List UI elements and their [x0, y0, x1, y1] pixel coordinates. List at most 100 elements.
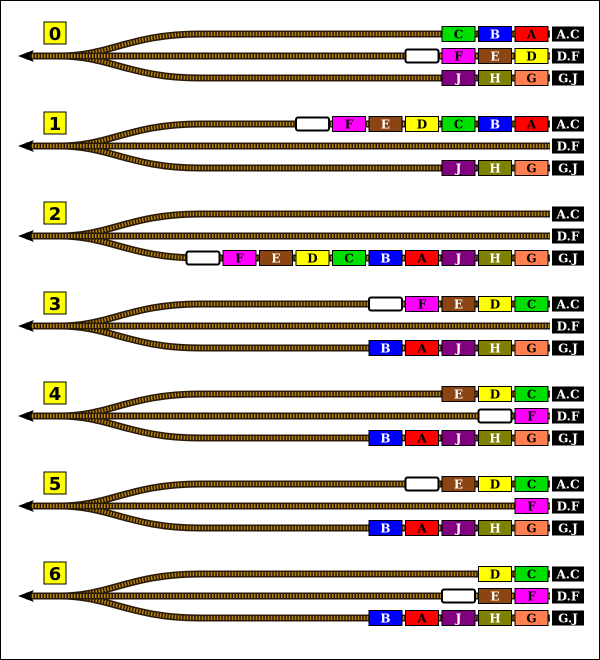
car-label: G	[526, 252, 536, 266]
car-J	[441, 520, 476, 536]
step-badge	[43, 561, 67, 585]
car-E	[478, 48, 512, 64]
car-D	[478, 566, 512, 582]
track-label: G.J	[558, 522, 578, 536]
car-label: D	[526, 50, 536, 64]
car-label: A	[526, 28, 537, 42]
car-label: B	[380, 522, 390, 536]
car-H	[478, 430, 512, 446]
car-label: B	[380, 252, 390, 266]
track-label: G.J	[558, 432, 578, 446]
car-label: A	[416, 342, 427, 356]
car-label: J	[455, 612, 462, 626]
car-label: A	[416, 522, 427, 536]
track-label: D.F	[557, 410, 580, 424]
car-E	[441, 296, 476, 312]
car-label: A	[416, 612, 427, 626]
track-label-box	[552, 476, 584, 492]
engine-car	[295, 116, 330, 132]
car-B	[368, 520, 403, 536]
engine-car	[185, 250, 221, 266]
step-badge	[43, 381, 67, 405]
car-B	[368, 610, 403, 626]
car-D	[478, 296, 512, 312]
car-D	[405, 116, 439, 132]
step-badge	[43, 201, 67, 225]
car-J	[441, 340, 476, 356]
car-label: B	[380, 612, 390, 626]
step-badge	[43, 471, 67, 495]
car-label: J	[455, 252, 462, 266]
track-label-box	[552, 408, 584, 424]
car-label: B	[490, 28, 500, 42]
arrow-left-icon	[18, 500, 34, 512]
rail-ties	[59, 482, 550, 508]
rail-ties	[59, 594, 550, 620]
car-label: B	[490, 118, 500, 132]
track-label: G.J	[558, 252, 578, 266]
car-label: C	[454, 118, 464, 132]
car-C	[514, 386, 549, 402]
car-label: E	[381, 118, 390, 132]
car-label: D	[490, 478, 500, 492]
rail-ties	[59, 504, 550, 530]
engine-car	[477, 408, 513, 424]
track-label-box	[552, 250, 584, 266]
track-label-box	[552, 610, 584, 626]
track-label-box	[552, 48, 584, 64]
track-label-box	[552, 296, 584, 312]
car-H	[478, 160, 512, 176]
car-label: J	[455, 432, 462, 446]
rail-ties	[59, 54, 550, 80]
car-B	[478, 116, 512, 132]
car-B	[368, 250, 403, 266]
track-label: A.C	[555, 118, 579, 132]
step-badge	[43, 291, 67, 315]
car-label: C	[527, 388, 537, 402]
car-F	[514, 498, 549, 514]
car-label: F	[418, 298, 427, 312]
track-label: D.F	[557, 140, 580, 154]
car-label: H	[489, 72, 500, 86]
track-label: A.C	[555, 208, 579, 222]
car-J	[441, 160, 476, 176]
car-A	[405, 340, 439, 356]
car-A	[514, 116, 549, 132]
car-label: D	[490, 388, 500, 402]
car-E	[441, 476, 476, 492]
car-H	[478, 250, 512, 266]
car-label: A	[416, 432, 427, 446]
car-C	[514, 476, 549, 492]
car-label: F	[527, 590, 536, 604]
step-badge	[43, 21, 67, 45]
car-H	[478, 340, 512, 356]
track-label-box	[552, 160, 584, 176]
track-label-box	[552, 228, 584, 244]
car-label: E	[490, 50, 499, 64]
car-label: H	[489, 252, 500, 266]
car-H	[478, 70, 512, 86]
car-J	[441, 70, 476, 86]
car-label: E	[454, 478, 463, 492]
track-label-box	[552, 116, 584, 132]
car-D	[514, 48, 549, 64]
car-label: H	[489, 612, 500, 626]
car-label: H	[489, 162, 500, 176]
car-label: G	[526, 612, 536, 626]
car-label: F	[345, 118, 354, 132]
car-A	[405, 610, 439, 626]
track-label: G.J	[558, 72, 578, 86]
car-label: J	[455, 522, 462, 536]
car-label: D	[417, 118, 427, 132]
car-E	[441, 386, 476, 402]
car-A	[405, 250, 439, 266]
track-label-box	[552, 588, 584, 604]
step-number: 0	[49, 24, 62, 45]
car-G	[514, 430, 549, 446]
track-label: D.F	[557, 500, 580, 514]
rail-ties	[59, 32, 550, 58]
